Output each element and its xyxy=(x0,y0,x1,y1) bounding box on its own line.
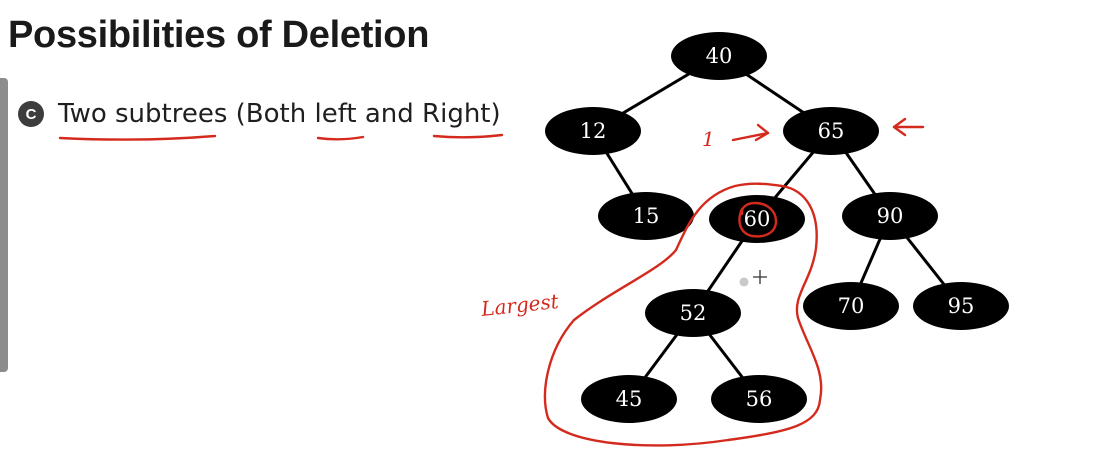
tree-node-shape xyxy=(842,192,938,240)
bullet-item: C Two subtrees (Both left and Right) xyxy=(18,96,501,132)
tree-node-shape xyxy=(545,107,641,155)
tree-node-label: 52 xyxy=(680,301,707,325)
tree-node-shape xyxy=(783,107,879,155)
arrow-left-mark xyxy=(731,131,770,142)
tree-node-56: 56 xyxy=(711,375,807,423)
tree-node-shape xyxy=(671,32,767,80)
largest-subtree-loop-outline xyxy=(543,182,823,447)
tree-node-12: 12 xyxy=(545,107,641,155)
arrow-left-mark-head xyxy=(754,123,770,142)
circle-around-60 xyxy=(738,201,778,238)
tree-node-95: 95 xyxy=(913,282,1009,330)
tree-node-label: 60 xyxy=(744,207,771,231)
tree-node-label: 95 xyxy=(948,294,975,318)
bullet-text: Two subtrees (Both left and Right) xyxy=(58,99,501,129)
handwritten-annotations: 1 Largest xyxy=(479,117,925,447)
tree-node-shape xyxy=(709,195,805,243)
underline-two-subtrees xyxy=(58,134,217,141)
tree-node-65: 65 xyxy=(783,107,879,155)
tree-node-shape xyxy=(598,192,694,240)
tree-node-45: 45 xyxy=(581,375,677,423)
tree-node-15: 15 xyxy=(598,192,694,240)
step-mark-label: 1 xyxy=(702,127,715,151)
tree-node-shape xyxy=(711,375,807,423)
tree-node-label: 45 xyxy=(616,387,643,411)
underline-right xyxy=(432,133,504,139)
tree-node-90: 90 xyxy=(842,192,938,240)
tree-node-shape xyxy=(803,282,899,330)
tree-node-shape xyxy=(913,282,1009,330)
largest-handwritten-label: Largest xyxy=(479,289,561,321)
slide-title: Possibilities of Deletion xyxy=(8,14,430,56)
tree-nodes: 40 12 65 15 60 90 52 70 95 45 56 xyxy=(545,32,1009,423)
tree-node-52: 52 xyxy=(645,289,741,337)
bullet-letter-icon: C xyxy=(18,101,44,127)
arrow-right-mark-head xyxy=(892,117,907,137)
crosshair-cursor-icon xyxy=(753,270,767,284)
underline-left xyxy=(316,135,365,141)
tree-node-label: 56 xyxy=(746,387,773,411)
handwritten-underlines xyxy=(58,133,504,141)
tree-node-shape xyxy=(581,375,677,423)
tree-node-40: 40 xyxy=(671,32,767,80)
tree-node-label: 90 xyxy=(877,204,904,228)
tree-node-label: 65 xyxy=(818,119,845,143)
tree-node-label: 70 xyxy=(838,294,865,318)
tree-node-label: 12 xyxy=(580,119,607,143)
tree-node-60: 60 xyxy=(709,195,805,243)
cursor-dot xyxy=(739,277,749,287)
tree-node-label: 15 xyxy=(633,204,660,228)
tree-node-label: 40 xyxy=(706,44,733,68)
tree-node-shape xyxy=(645,289,741,337)
tree-node-70: 70 xyxy=(803,282,899,330)
left-scroll-bar[interactable] xyxy=(0,78,8,372)
